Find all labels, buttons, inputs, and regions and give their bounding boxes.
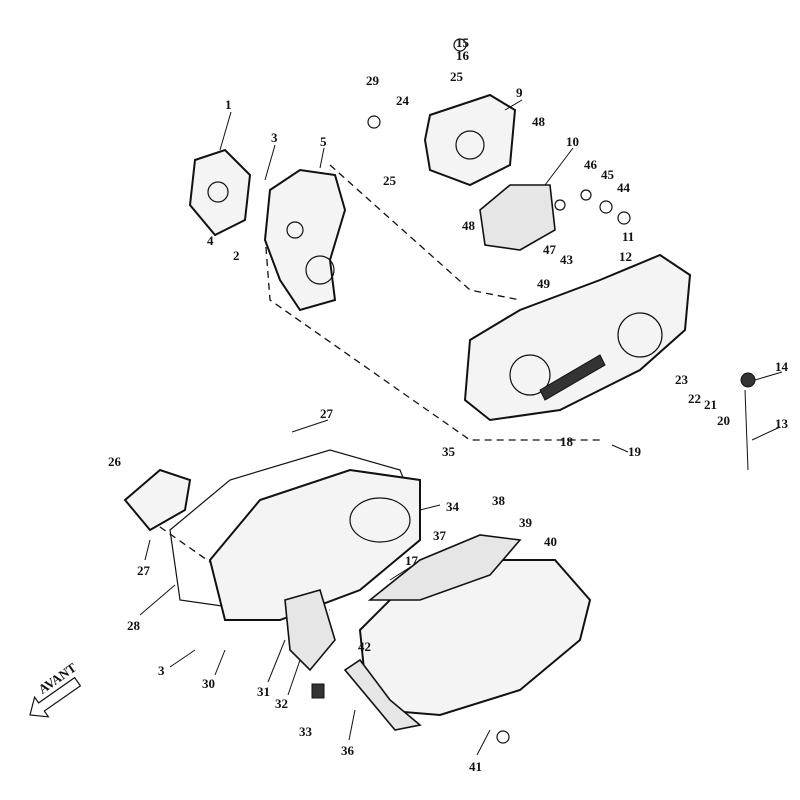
seal — [580, 189, 592, 201]
part-gasket-1 — [188, 148, 252, 237]
label-15: 15 — [456, 35, 470, 50]
part-cover-9 — [423, 93, 517, 187]
label-31: 31 — [257, 684, 270, 699]
label-33: 33 — [299, 724, 313, 739]
label-37: 37 — [433, 528, 447, 543]
seal — [554, 199, 566, 211]
label-12: 12 — [619, 249, 632, 264]
label-45: 45 — [601, 167, 615, 182]
label-35: 35 — [442, 444, 456, 459]
front-direction-arrow: AVANT — [29, 660, 82, 718]
label-19: 19 — [628, 444, 642, 459]
seal — [617, 211, 631, 225]
label-24: 24 — [396, 93, 410, 108]
label-26: 26 — [108, 454, 122, 469]
part-number-labels: 15 16 25 9 29 24 48 10 3 5 1 46 45 44 25… — [108, 35, 789, 774]
label-10: 10 — [566, 134, 579, 149]
part-crankcase-left-5 — [263, 168, 347, 312]
part-cover-39 — [367, 534, 522, 601]
label-47: 47 — [543, 242, 557, 257]
part-plate-32 — [284, 589, 336, 672]
label-11: 11 — [622, 229, 634, 244]
part-plate-26 — [123, 468, 192, 532]
bearing-bore — [286, 221, 304, 239]
crankcase-bore — [509, 354, 551, 396]
label-39: 39 — [519, 515, 533, 530]
label-49: 49 — [537, 276, 551, 291]
label-22: 22 — [688, 391, 701, 406]
label-40: 40 — [544, 534, 557, 549]
label-17: 17 — [405, 553, 419, 568]
label-14: 14 — [775, 359, 789, 374]
label-27: 27 — [320, 406, 334, 421]
part-crankcase-right — [463, 253, 692, 422]
label-4: 4 — [207, 233, 214, 248]
label-18: 18 — [560, 434, 574, 449]
part-washer-41 — [496, 730, 510, 744]
arrow-left-icon — [29, 676, 82, 718]
label-38: 38 — [492, 493, 506, 508]
label-29: 29 — [366, 73, 380, 88]
label-44: 44 — [617, 180, 631, 195]
label-20: 20 — [717, 413, 730, 428]
part-gasket-10 — [479, 184, 556, 251]
label-48b: 48 — [462, 218, 476, 233]
label-27b: 27 — [137, 563, 151, 578]
crankcase-bore — [617, 312, 663, 358]
cover-bore — [455, 130, 485, 160]
part-bush-33 — [311, 683, 325, 699]
label-21: 21 — [704, 397, 717, 412]
part-shaft-13 — [744, 389, 749, 471]
label-41: 41 — [469, 759, 482, 774]
label-32: 32 — [275, 696, 288, 711]
seal — [599, 200, 613, 214]
leader-lines — [139, 99, 783, 756]
label-3b: 3 — [158, 663, 165, 678]
label-28: 28 — [127, 618, 141, 633]
label-13: 13 — [775, 416, 789, 431]
spring-15 — [453, 38, 467, 52]
crankcase-rib — [539, 354, 606, 401]
label-2: 2 — [233, 248, 240, 263]
label-42: 42 — [358, 639, 371, 654]
label-9: 9 — [516, 85, 523, 100]
label-25b: 25 — [383, 173, 397, 188]
label-46: 46 — [584, 157, 598, 172]
part-fitting-14 — [740, 372, 756, 388]
gasket-hole — [207, 181, 229, 203]
seal-29 — [367, 115, 381, 129]
label-48: 48 — [532, 114, 546, 129]
part-trim-36 — [343, 658, 422, 731]
label-36: 36 — [341, 743, 355, 758]
cover-pulley-recess — [349, 497, 411, 543]
part-inner-cover-34 — [208, 468, 421, 621]
label-23: 23 — [675, 372, 689, 387]
label-30: 30 — [202, 676, 215, 691]
assembly-line-upper — [329, 164, 521, 301]
label-1: 1 — [225, 97, 232, 112]
bearing-bore — [305, 255, 335, 285]
label-25: 25 — [450, 69, 464, 84]
label-16: 16 — [456, 48, 470, 63]
assembly-line-left — [264, 234, 600, 441]
label-43: 43 — [560, 252, 574, 267]
label-34: 34 — [446, 499, 460, 514]
label-5: 5 — [320, 134, 327, 149]
label-3: 3 — [271, 130, 278, 145]
